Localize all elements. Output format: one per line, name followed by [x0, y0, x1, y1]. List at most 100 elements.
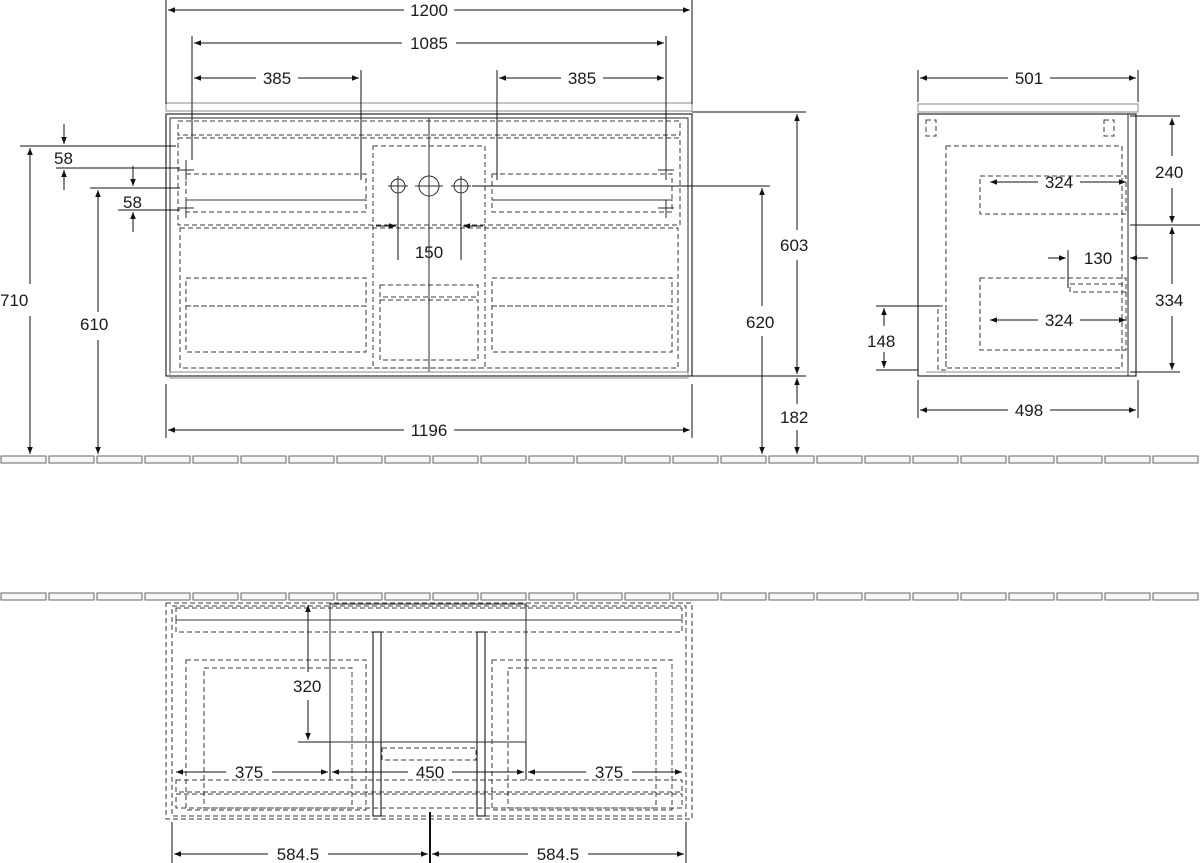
front-dimensions: 1200 1085 385 385 710 58 58	[0, 0, 808, 454]
floor-segment	[384, 592, 431, 601]
floor-segment	[816, 455, 863, 464]
upper-left-drawer-base	[185, 199, 367, 213]
plan-right-drawer	[491, 659, 673, 811]
floor-segment	[384, 455, 431, 464]
floor-segment	[816, 592, 863, 601]
floor-segment	[240, 592, 287, 601]
side-body	[917, 113, 1137, 377]
dim-side-depth-body: 498	[1015, 401, 1043, 420]
floor-segment	[96, 455, 143, 464]
floor-segment	[528, 592, 575, 601]
floor-segment	[0, 455, 47, 464]
floor-segment	[720, 455, 767, 464]
dim-side-lower-height: 334	[1155, 291, 1183, 310]
plan-partition-left	[372, 631, 382, 817]
dim-side-lower-offset: 148	[867, 332, 895, 351]
floor-segment	[48, 592, 95, 601]
dim-left-drawer-width: 385	[263, 69, 291, 88]
plan-view	[165, 602, 693, 820]
floor-segment	[1104, 592, 1151, 601]
floor-segment	[768, 455, 815, 464]
dim-body-width: 1196	[411, 421, 448, 440]
dim-second-offset: 58	[123, 193, 142, 212]
floor-segment	[672, 592, 719, 601]
side-view	[917, 103, 1139, 377]
side-siphon	[1069, 283, 1127, 293]
dim-side-lower-depth: 324	[1045, 311, 1073, 330]
floor-segment	[1008, 455, 1055, 464]
floor-segment	[960, 455, 1007, 464]
floor-segment	[480, 455, 527, 464]
floor-segment	[336, 455, 383, 464]
floor-segment	[192, 592, 239, 601]
side-countertop	[917, 103, 1139, 113]
floor-segment	[432, 592, 479, 601]
dim-height-total: 710	[0, 291, 28, 310]
floor-segment	[48, 455, 95, 464]
floor-segment	[768, 592, 815, 601]
plan-outline	[165, 602, 693, 820]
floor-segment	[288, 455, 335, 464]
floor-segment	[1008, 592, 1055, 601]
dim-faucet-spacing: 150	[415, 243, 443, 262]
floor-line-elevation	[0, 455, 1199, 464]
floor-segment	[624, 592, 671, 601]
floor-segment	[480, 592, 527, 601]
upper-zone-hidden	[177, 137, 681, 226]
floor-segment	[336, 592, 383, 601]
dim-right-drawer-width: 385	[568, 69, 596, 88]
floor-segment	[528, 455, 575, 464]
faucet-holes	[388, 172, 471, 200]
floor-segment	[912, 592, 959, 601]
wall-line-plan	[0, 592, 1199, 601]
side-lower-drawer	[979, 277, 1127, 351]
floor-segment	[720, 592, 767, 601]
floor-segment	[624, 455, 671, 464]
floor-segment	[960, 592, 1007, 601]
dim-width-inner: 1085	[410, 34, 448, 53]
lower-right-drawer	[491, 305, 673, 353]
floor-segment	[576, 592, 623, 601]
floor-segment	[1104, 455, 1151, 464]
floor-segment	[864, 592, 911, 601]
floor-segment	[1152, 455, 1199, 464]
lower-left-drawer-top	[185, 277, 367, 307]
floor-segment	[912, 455, 959, 464]
side-dimensions: 501 240 324 130 334 324 148	[867, 69, 1200, 420]
dim-plan-half-right: 584.5	[537, 845, 580, 863]
floor-segment	[0, 592, 47, 601]
floor-segment	[1152, 592, 1199, 601]
dim-floor-to-drawer: 610	[80, 315, 108, 334]
top-rail-hidden	[177, 120, 681, 136]
dim-side-upper-height: 240	[1155, 163, 1183, 182]
lower-zone-hidden	[179, 227, 679, 369]
lower-right-drawer-top	[491, 277, 673, 307]
floor-segment	[96, 592, 143, 601]
upper-right-drawer	[491, 173, 673, 201]
floor-segment	[864, 455, 911, 464]
floor-segment	[144, 455, 191, 464]
upper-right-drawer-base	[491, 199, 673, 213]
dim-side-upper-depth: 324	[1045, 173, 1073, 192]
side-hidden-frame	[945, 145, 1123, 369]
dim-width-total: 1200	[410, 1, 448, 20]
dim-side-siphon: 130	[1084, 249, 1112, 268]
floor-segment	[288, 592, 335, 601]
dim-body-height: 603	[780, 236, 808, 255]
plan-partition-right	[476, 631, 486, 817]
dim-plinth-height: 182	[780, 408, 808, 427]
floor-segment	[192, 455, 239, 464]
dim-plan-center-width: 450	[416, 763, 444, 782]
plan-dimensions: 320 375 450 375 584.5 584.5	[171, 605, 687, 863]
floor-segment	[672, 455, 719, 464]
front-view	[165, 102, 693, 379]
plinth	[169, 371, 689, 379]
floor-segment	[1056, 455, 1103, 464]
dim-plan-half-left: 584.5	[277, 845, 320, 863]
floor-segment	[1056, 592, 1103, 601]
plan-left-drawer	[185, 659, 367, 811]
dim-top-offset: 58	[54, 149, 73, 168]
center-shelf-hidden	[379, 284, 479, 298]
cabinet-body	[165, 113, 693, 377]
